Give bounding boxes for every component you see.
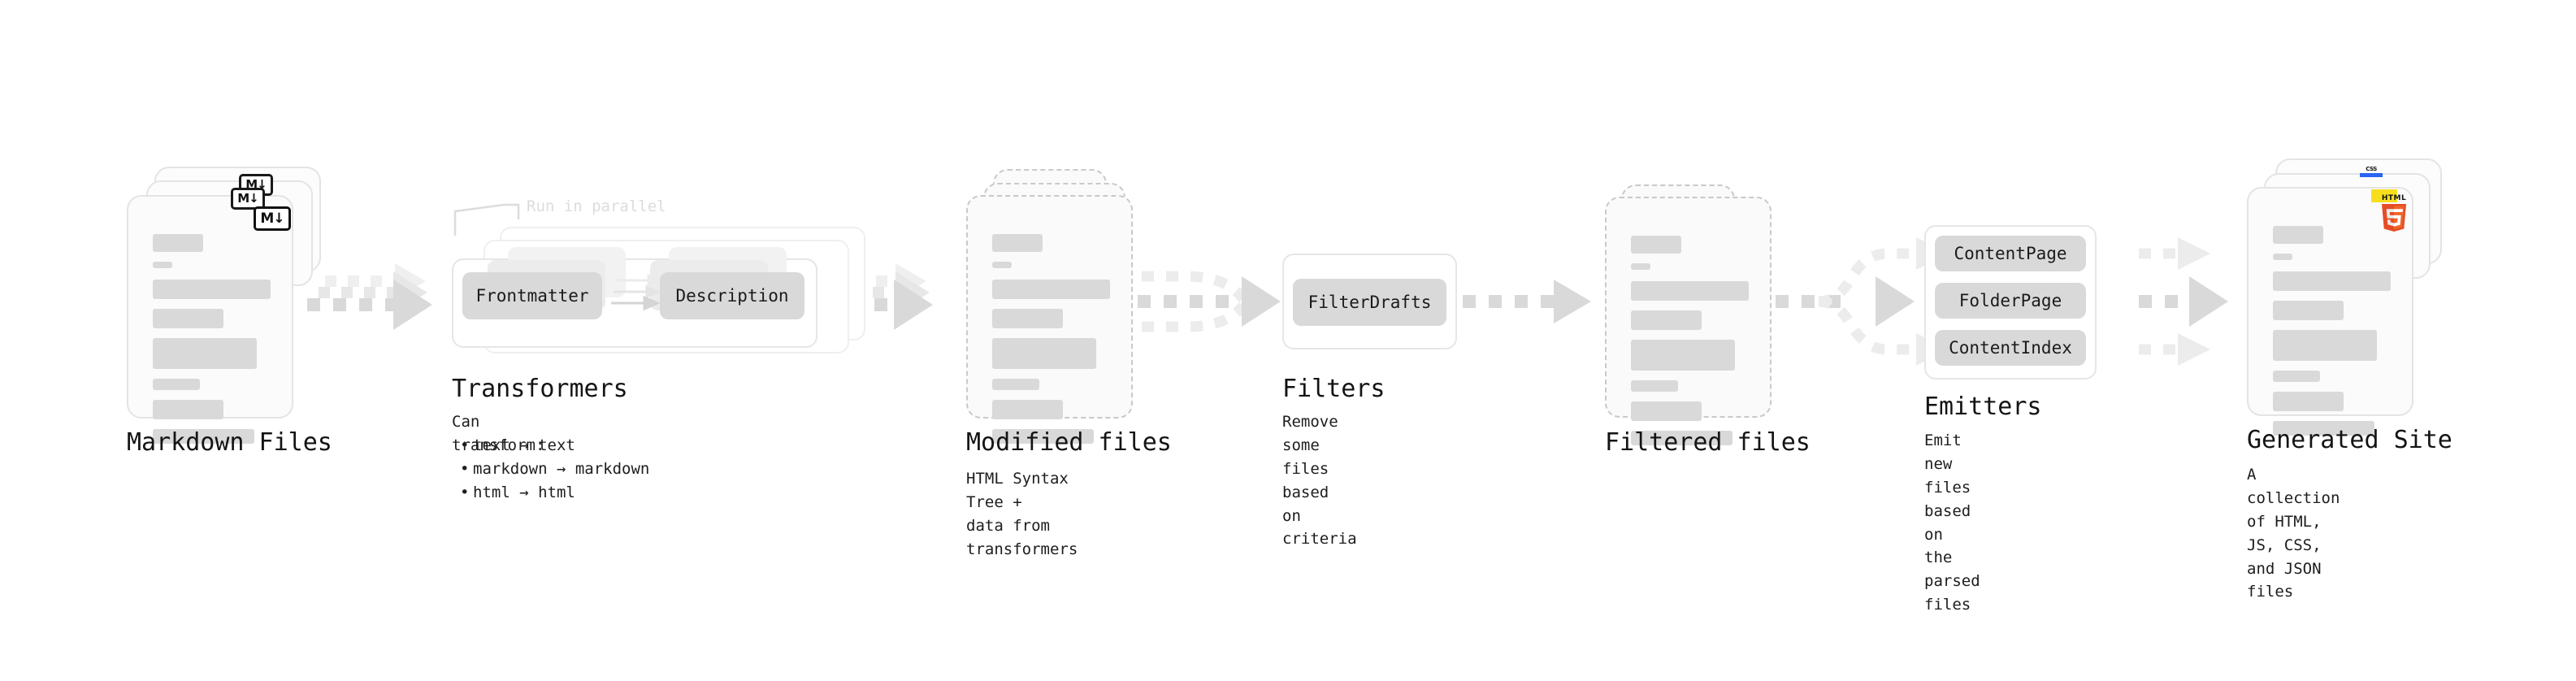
- stage-title-markdown-files: Markdown Files: [127, 428, 332, 457]
- stage-title-transformers: Transformers: [452, 375, 628, 403]
- emitter-chip-contentindex[interactable]: ContentIndex: [1935, 330, 2086, 366]
- markdown-icon-back-1: M↓: [231, 188, 265, 210]
- stage-title-emitters: Emitters: [1924, 393, 2042, 421]
- arrow-modified-to-filters: [1138, 271, 1281, 332]
- markdown-icon: M↓: [254, 206, 291, 231]
- arrow-emitters-to-site: [2139, 237, 2228, 366]
- css-icon: CSS: [2360, 166, 2383, 177]
- emitter-chip-contentpage[interactable]: ContentPage: [1935, 236, 2086, 271]
- run-in-parallel-label: Run in parallel: [527, 197, 666, 215]
- stage-subtitle-filters: Remove some files based on criteria: [1282, 413, 1357, 549]
- transformers-bullet-list: •text → text •markdown → markdown •html …: [460, 434, 649, 505]
- stage-subtitle-modified-files: HTML Syntax Tree + data from transformer…: [966, 470, 1078, 558]
- transformer-chip-description[interactable]: Description: [660, 272, 804, 319]
- list-item: •text → text: [460, 436, 575, 454]
- html5-icon: [2381, 204, 2407, 232]
- list-item: •html → html: [460, 483, 575, 501]
- arrow-filters-to-filtered: [1463, 280, 1591, 323]
- filter-chip-filterdrafts[interactable]: FilterDrafts: [1293, 279, 1446, 326]
- css-icon-label: CSS: [2366, 166, 2377, 172]
- stage-subtitle-generated-site: A collection of HTML, JS, CSS, and JSON …: [2247, 466, 2340, 601]
- modified-doc-front: [966, 195, 1133, 444]
- filtered-doc-front: [1605, 197, 1772, 445]
- arrow-filtered-to-emitters: [1776, 237, 1949, 366]
- stage-subtitle-emitters: Emit new files based on the parsed files: [1924, 432, 1980, 614]
- js-icon: [2371, 189, 2397, 202]
- list-item: •markdown → markdown: [460, 459, 650, 478]
- stage-subtitle-transformers: Can transform:: [452, 413, 545, 454]
- stage-title-filtered-files: Filtered files: [1605, 428, 1811, 457]
- transformer-chip-frontmatter[interactable]: Frontmatter: [462, 272, 602, 319]
- stage-title-modified-files: Modified files: [966, 428, 1172, 457]
- emitter-chip-folderpage[interactable]: FolderPage: [1935, 283, 2086, 319]
- arrow-markdown-to-transformers: [307, 263, 432, 330]
- stage-title-filters: Filters: [1282, 375, 1386, 403]
- site-doc-front: [2247, 187, 2413, 436]
- stage-title-generated-site: Generated Site: [2247, 426, 2452, 454]
- markdown-doc-front: [127, 195, 293, 444]
